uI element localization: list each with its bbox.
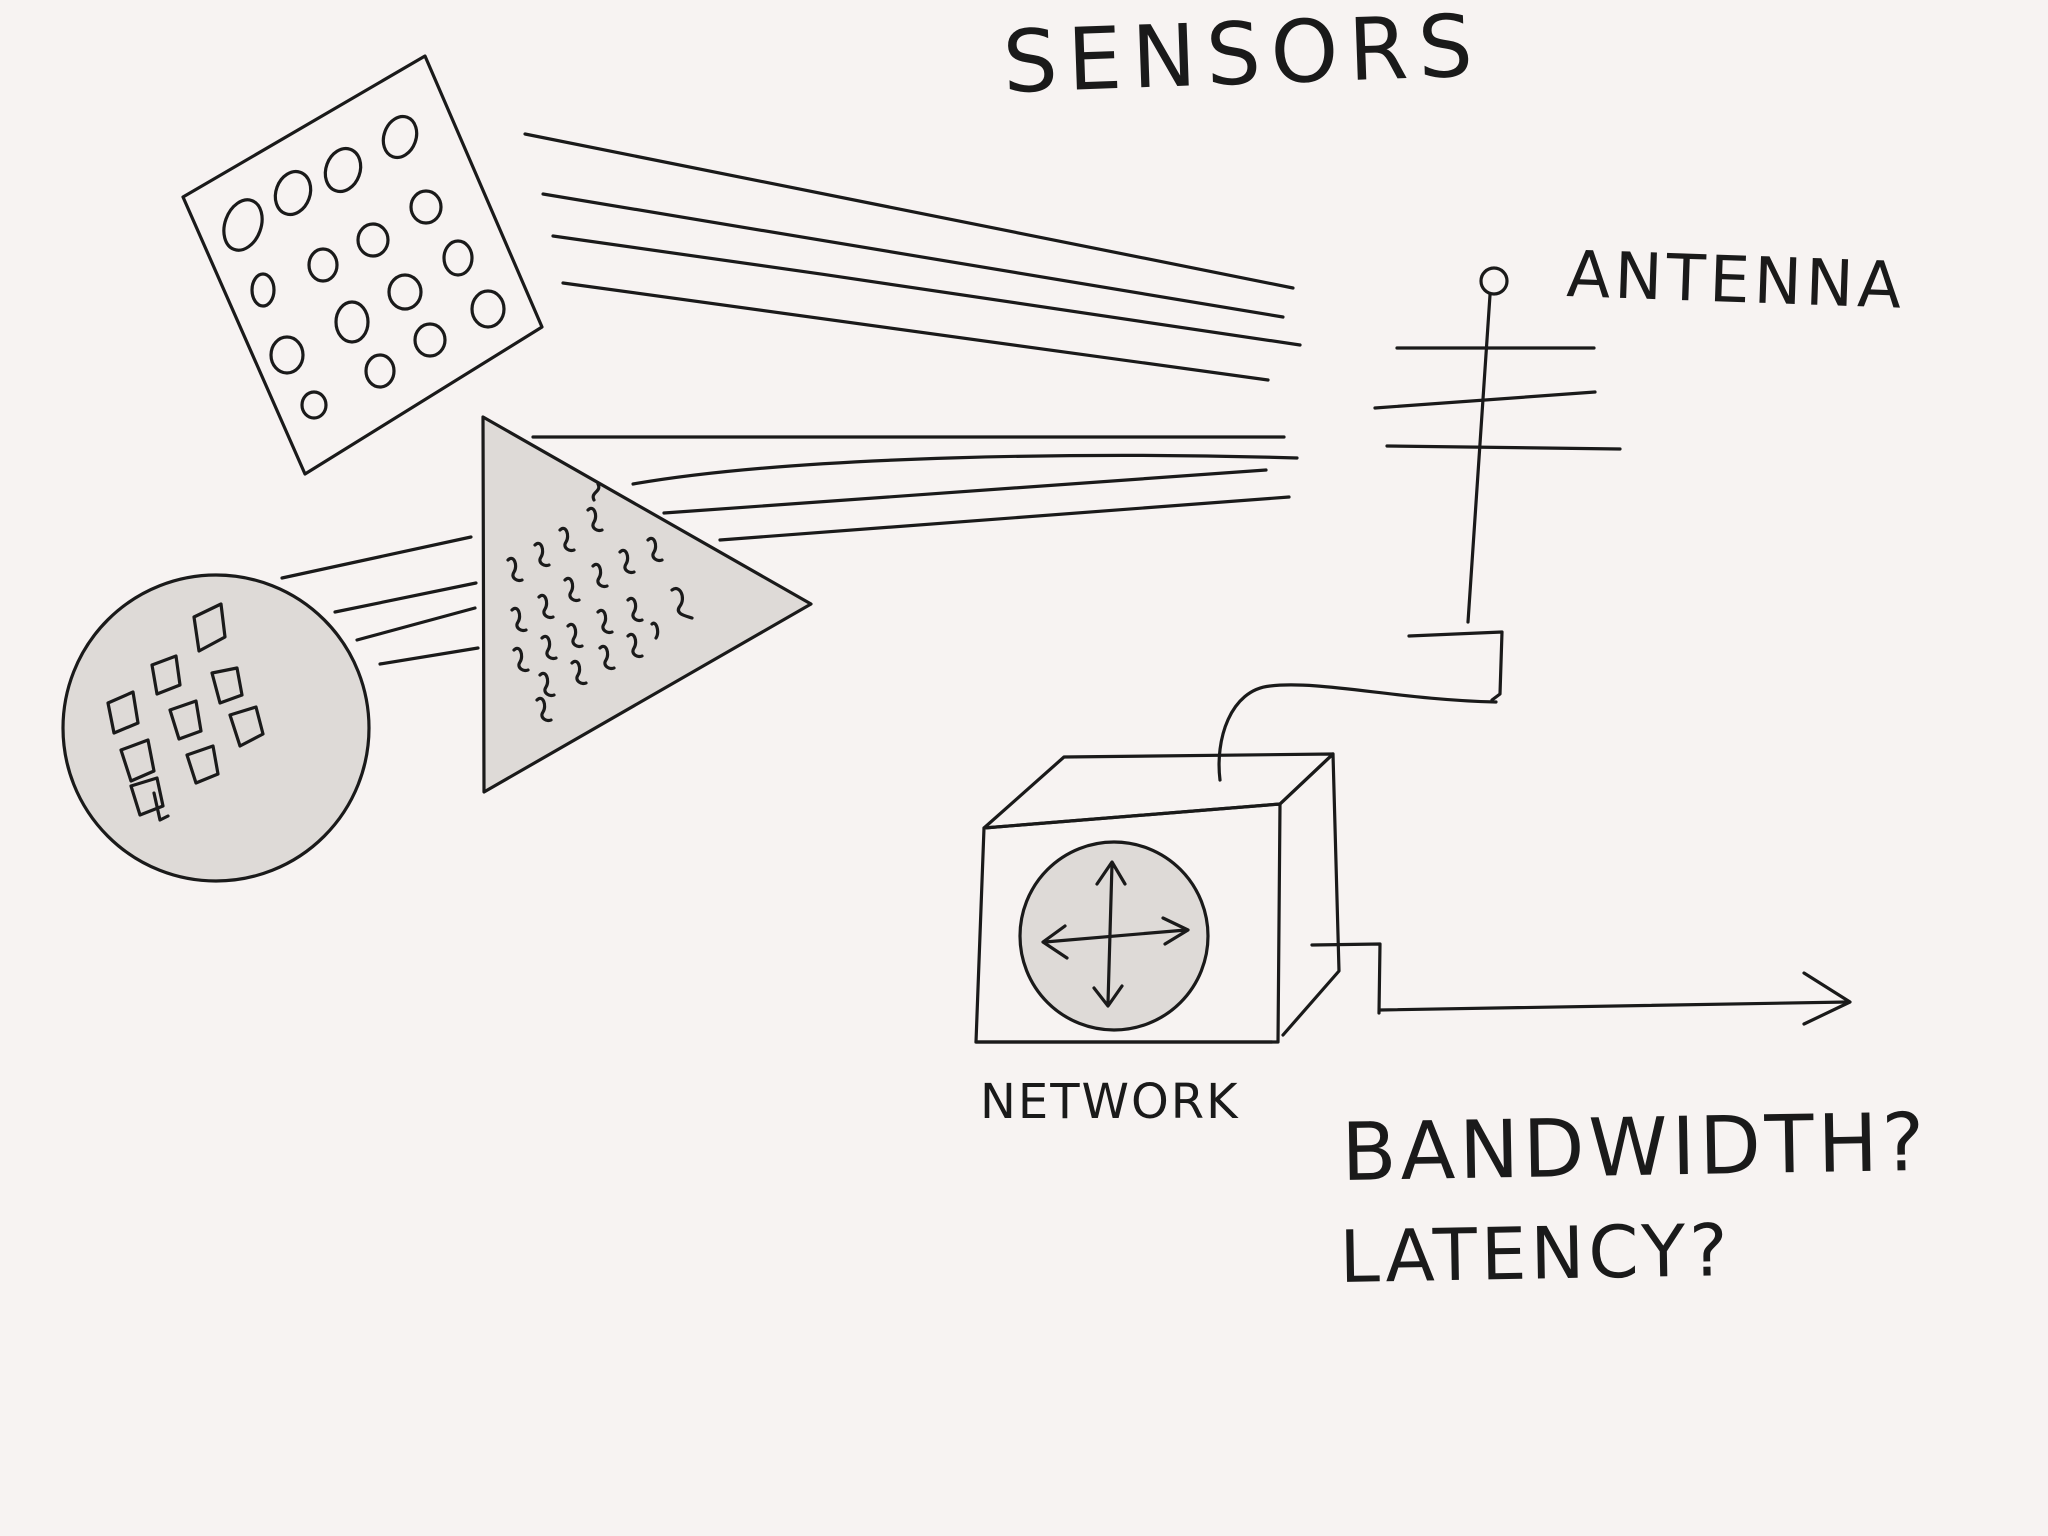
output-arrow-shaft xyxy=(1378,1000,1850,1012)
circle-sensor xyxy=(61,573,371,883)
triangle-sensor-links xyxy=(531,435,1299,542)
output-arrow-head xyxy=(1802,971,1852,1026)
antenna-element-2 xyxy=(1373,390,1597,410)
antenna-cable xyxy=(1217,683,1498,782)
square-sensor-links xyxy=(523,132,1302,382)
circle-sensor-outline xyxy=(61,573,371,883)
antenna-base xyxy=(1407,630,1504,702)
square-sensor xyxy=(181,54,544,476)
network-device xyxy=(974,752,1382,1044)
output-arrow xyxy=(1378,971,1852,1026)
triangle-sensor xyxy=(481,415,813,794)
network-device-side xyxy=(1278,752,1341,1037)
triangle-sensor-outline xyxy=(481,415,813,794)
network-output-stub xyxy=(1310,942,1382,1015)
antenna-label: ANTENNA xyxy=(1565,238,1906,324)
antenna xyxy=(1373,266,1622,702)
antenna-element-3 xyxy=(1385,444,1622,451)
circle-sensor-grid xyxy=(106,602,265,822)
antenna-tip xyxy=(1479,266,1509,296)
bandwidth-question: BANDWIDTH? xyxy=(1341,1096,1929,1199)
square-sensor-dots xyxy=(222,114,506,420)
antenna-mast xyxy=(1466,293,1492,624)
sensors-title: SENSORS xyxy=(1001,0,1484,113)
circle-sensor-links xyxy=(280,535,480,666)
network-label: NETWORK xyxy=(980,1074,1240,1130)
square-sensor-outline xyxy=(181,54,544,476)
triangle-sensor-waves xyxy=(506,482,694,723)
four-way-arrows-icon xyxy=(1041,860,1190,1008)
network-device-front xyxy=(974,802,1282,1044)
latency-question: LATENCY? xyxy=(1339,1208,1732,1299)
